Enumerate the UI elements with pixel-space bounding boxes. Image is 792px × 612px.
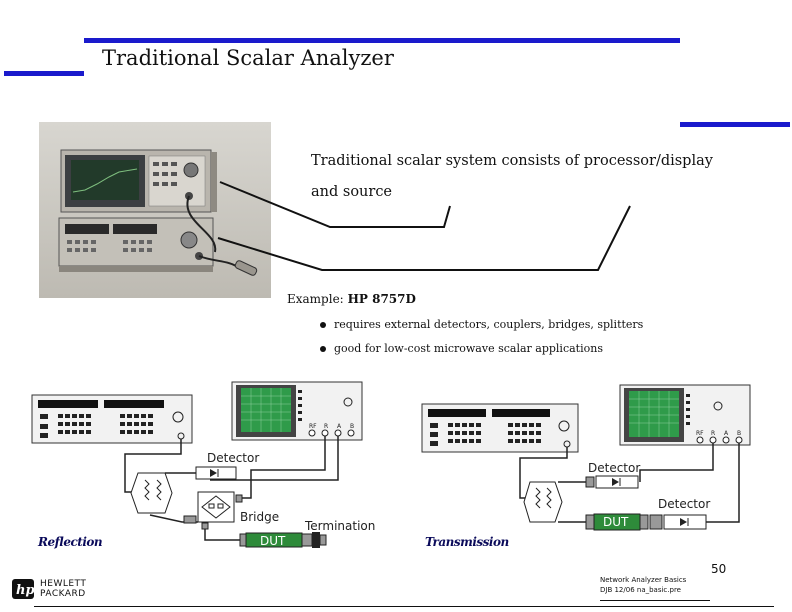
dut-left <box>239 532 327 548</box>
example-model: HP 8757D <box>347 292 416 306</box>
detector-right-bottom <box>649 514 707 530</box>
transmission-caption: Transmission <box>425 535 509 549</box>
port-label: B <box>737 430 741 437</box>
detector-right-top <box>585 475 639 489</box>
dut-label: DUT <box>260 534 286 548</box>
description-text: Traditional scalar system consists of pr… <box>311 153 713 200</box>
company-name: HEWLETT PACKARD <box>40 579 87 599</box>
reflection-diagram: RF R A B Detector Bridge <box>31 381 375 548</box>
scalar-analyzer-left <box>231 381 363 441</box>
bullet-icon <box>320 322 326 328</box>
reflection-caption: Reflection <box>38 535 103 549</box>
footer-course: Network Analyzer Basics <box>600 576 687 584</box>
header-bar-left <box>4 71 84 76</box>
detector-label-top: Detector <box>588 461 640 475</box>
page-title: Traditional Scalar Analyzer <box>102 46 394 70</box>
splitter-right <box>523 481 563 523</box>
splitter-left <box>130 472 173 514</box>
instrument-photo <box>39 122 271 298</box>
bullet-list: requires external detectors, couplers, b… <box>320 316 643 364</box>
dut-right <box>585 513 649 531</box>
list-item: requires external detectors, couplers, b… <box>320 316 643 340</box>
header-bar-right <box>680 122 790 127</box>
bridge-label: Bridge <box>240 510 279 524</box>
example-prefix: Example: <box>287 292 344 306</box>
list-item: good for low-cost microwave scalar appli… <box>320 340 643 364</box>
cables-right <box>519 443 740 523</box>
detector-label-bottom: Detector <box>658 497 710 511</box>
port-label: B <box>350 423 354 430</box>
port-label: A <box>337 423 342 430</box>
footer-bottom-rule <box>34 606 774 607</box>
bridge-left <box>183 491 243 530</box>
footer-rule <box>600 600 710 601</box>
footer-info: DJB 12/06 na_basic.pre <box>600 586 681 594</box>
source-instrument-right <box>421 403 579 453</box>
bullet-icon <box>320 346 326 352</box>
dut-label-right: DUT <box>603 515 629 529</box>
port-label: RF <box>696 430 704 437</box>
port-label: RF <box>309 423 317 430</box>
svg-text:hp: hp <box>16 583 34 598</box>
scalar-analyzer-right <box>619 384 751 446</box>
source-instrument-left <box>31 394 193 444</box>
termination-label: Termination <box>304 519 375 533</box>
transmission-diagram: RF R A B Detector DUT Detector <box>421 384 751 531</box>
port-label: A <box>724 430 729 437</box>
detector-label: Detector <box>207 451 259 465</box>
page-number: 50 <box>711 562 727 576</box>
example-line: Example: HP 8757D <box>287 292 416 306</box>
detector-left <box>195 466 237 480</box>
port-label: R <box>324 423 328 430</box>
header-bar-top <box>84 38 680 43</box>
hp-logo-icon: hp <box>12 579 35 599</box>
port-label: R <box>711 430 715 437</box>
